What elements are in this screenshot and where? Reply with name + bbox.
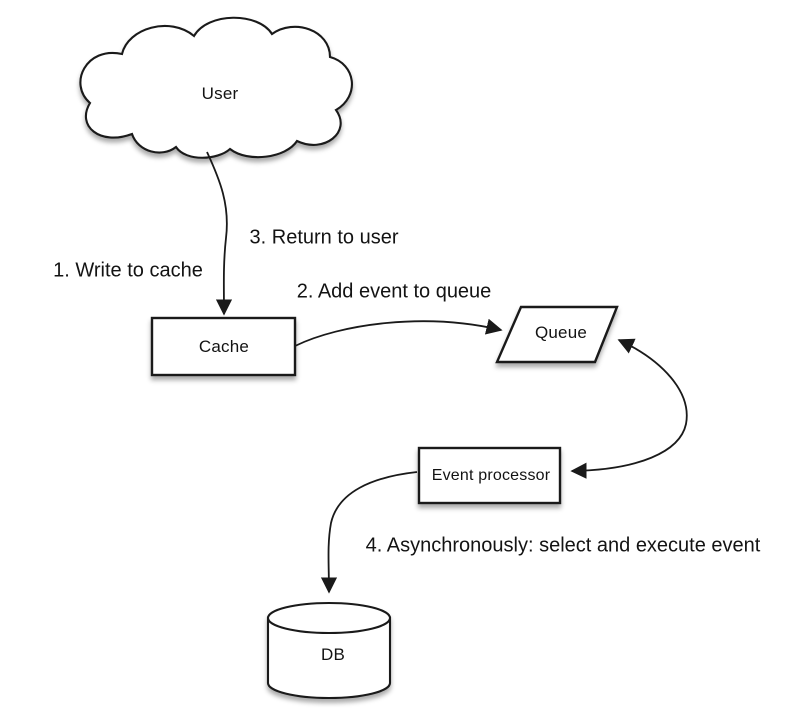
edge-event-processor-to-db-arrow bbox=[320, 471, 418, 594]
edge-label-return-to-user: 3. Return to user bbox=[249, 226, 399, 249]
node-label-event-processor: Event processor bbox=[431, 467, 551, 484]
edge-cache-to-queue-arrow bbox=[294, 318, 503, 347]
edge-label-asynchronously-select-execute: 4. Asynchronously: select and execute ev… bbox=[365, 534, 761, 557]
node-label-db: DB bbox=[320, 645, 346, 664]
edge-queue-event-processor-double-arrow bbox=[570, 338, 688, 479]
db-cylinder-shape bbox=[266, 601, 392, 700]
user-cloud-shape bbox=[79, 16, 353, 159]
node-label-cache: Cache bbox=[198, 337, 250, 356]
edge-label-write-to-cache: 1. Write to cache bbox=[53, 259, 203, 282]
edge-user-to-cache-arrow bbox=[206, 151, 233, 316]
node-label-user: User bbox=[201, 84, 239, 103]
cache-box-shape bbox=[150, 316, 297, 377]
node-label-queue: Queue bbox=[534, 323, 588, 342]
event-processor-box-shape bbox=[417, 446, 562, 505]
edge-label-add-event-to-queue: 2. Add event to queue bbox=[296, 280, 492, 303]
